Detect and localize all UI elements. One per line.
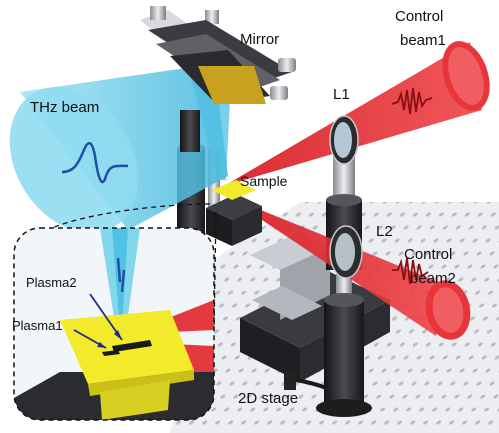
l1-label: L1 [333,86,350,103]
mirror-mount [140,6,296,152]
oscillating-pulse-icon [391,87,433,115]
control-beam1 [224,41,490,186]
lens-l2 [329,225,363,279]
thz-beam-label: THz beam [30,99,100,116]
control-beam1-label-line1: Control [395,8,444,25]
thz-beam-cone [9,60,232,233]
control-beam2-label-line1: Control [404,246,453,263]
control-beam2-label-line2: beam2 [410,270,456,287]
plasma1-label: Plasma1 [12,318,63,333]
single-cycle-pulse-icon [61,142,129,184]
sample-inset [13,227,215,421]
lens-l1 [329,115,359,165]
mirror-label: Mirror [240,31,280,48]
control-beam1-label-line2: beam1 [400,32,446,49]
sample-holder [206,180,262,246]
oscillating-pulse-icon [392,257,429,285]
plasma2-label: Plasma2 [26,275,77,290]
stage-label: 2D stage [238,390,299,407]
inset-leader-line [47,203,211,231]
sample-label: Sample [240,173,288,189]
l2-label: L2 [376,223,393,240]
inset-leader-line [213,211,217,331]
